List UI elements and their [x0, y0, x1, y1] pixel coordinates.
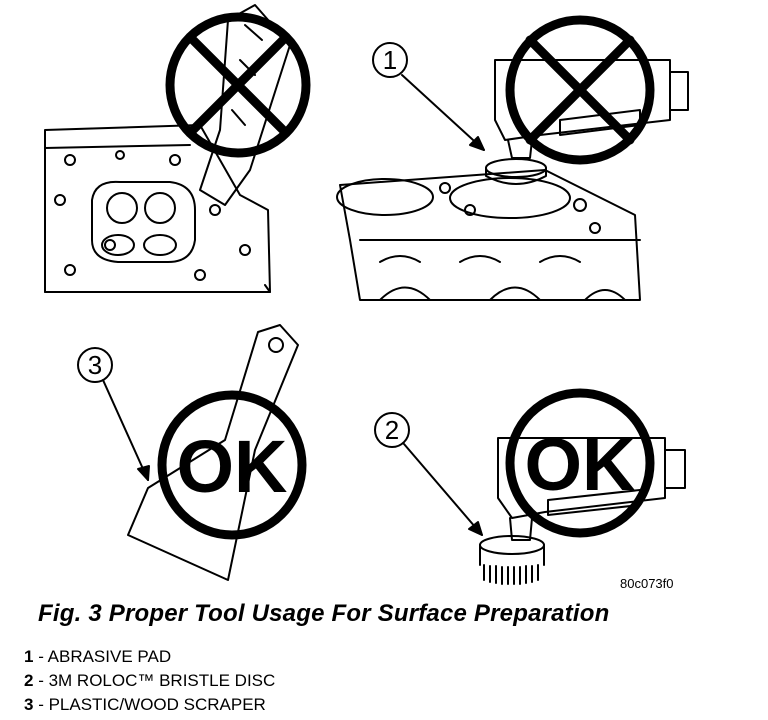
- legend-item-3: 3 - PLASTIC/WOOD SCRAPER: [24, 695, 266, 714]
- callout-3-number: 3: [88, 350, 102, 380]
- callout-1: [372, 42, 485, 151]
- legend-item-2: 2 - 3M ROLOC™ BRISTLE DISC: [24, 671, 276, 690]
- legend-number: 2: [24, 671, 34, 690]
- callout-1-number: 1: [383, 45, 397, 75]
- figure-caption: Fig. 3 Proper Tool Usage For Surface Pre…: [38, 600, 610, 627]
- callout-legend: 1 - ABRASIVE PAD 2 - 3M ROLOC™ BRISTLE D…: [24, 645, 275, 717]
- air-grinder-bottom: [497, 437, 686, 541]
- callout-3: [77, 347, 150, 481]
- ok-label-right: OK: [525, 423, 636, 506]
- bristle-disc: [479, 535, 545, 585]
- callout-2: [374, 412, 483, 536]
- callout-2-number: 2: [385, 415, 399, 445]
- ok-label-left: OK: [177, 425, 288, 508]
- prohibited-symbol-right: [505, 15, 655, 165]
- legend-description: 3M ROLOC™ BRISTLE DISC: [48, 671, 276, 690]
- legend-number: 1: [24, 647, 34, 666]
- legend-number: 3: [24, 695, 34, 714]
- plastic-wood-scraper: [127, 324, 299, 581]
- prohibited-symbol-left: [165, 12, 311, 158]
- diagram-artwork: OK OK 1 2 3 80c073f0: [44, 4, 689, 591]
- ok-symbol-right: [505, 388, 655, 538]
- cylinder-block-deck: [336, 169, 641, 301]
- abrasive-pad: [485, 158, 547, 185]
- legend-description: ABRASIVE PAD: [47, 647, 172, 666]
- legend-item-1: 1 - ABRASIVE PAD: [24, 647, 172, 666]
- cylinder-head-left: [44, 124, 271, 293]
- legend-description: PLASTIC/WOOD SCRAPER: [48, 695, 266, 714]
- ok-symbol-left: [157, 390, 307, 540]
- figure-id-label: 80c073f0: [620, 576, 674, 591]
